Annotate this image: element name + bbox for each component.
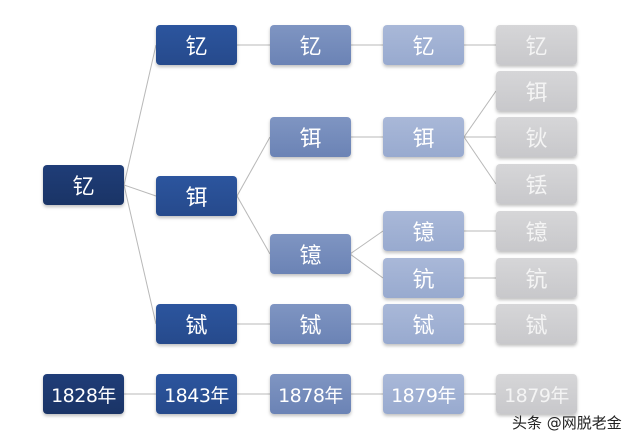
node-l2-terbium: 铽 <box>270 304 351 344</box>
node-l3-terbium: 铽 <box>383 304 464 344</box>
node-l1-erbium: 铒 <box>156 176 237 216</box>
node-l2-yttrium: 钇 <box>270 25 351 65</box>
year-2: 1843年 <box>156 374 237 414</box>
node-l1-yttrium: 钇 <box>156 25 237 65</box>
year-3: 1878年 <box>270 374 351 414</box>
node-l3-scandium: 钪 <box>383 258 464 298</box>
node-l4-holmium: 钬 <box>496 117 577 157</box>
node-root-yttrium: 钇 <box>43 165 124 205</box>
watermark: 头条 @网脱老金 <box>512 414 622 432</box>
year-5: 1879年 <box>496 374 577 414</box>
node-l3-yttrium: 钇 <box>383 25 464 65</box>
year-4: 1879年 <box>383 374 464 414</box>
node-l3-ytterbium: 镱 <box>383 211 464 251</box>
node-l4-scandium: 钪 <box>496 258 577 298</box>
node-l4-thulium: 铥 <box>496 164 577 204</box>
node-l2-erbium: 铒 <box>270 117 351 157</box>
node-l4-erbium: 铒 <box>496 71 577 111</box>
node-l4-terbium: 铽 <box>496 304 577 344</box>
node-l1-terbium: 铽 <box>156 304 237 344</box>
node-l3-erbium: 铒 <box>383 117 464 157</box>
year-1: 1828年 <box>43 374 124 414</box>
node-l4-yttrium: 钇 <box>496 25 577 65</box>
node-l4-ytterbium: 镱 <box>496 211 577 251</box>
node-l2-ytterbium: 镱 <box>270 234 351 274</box>
